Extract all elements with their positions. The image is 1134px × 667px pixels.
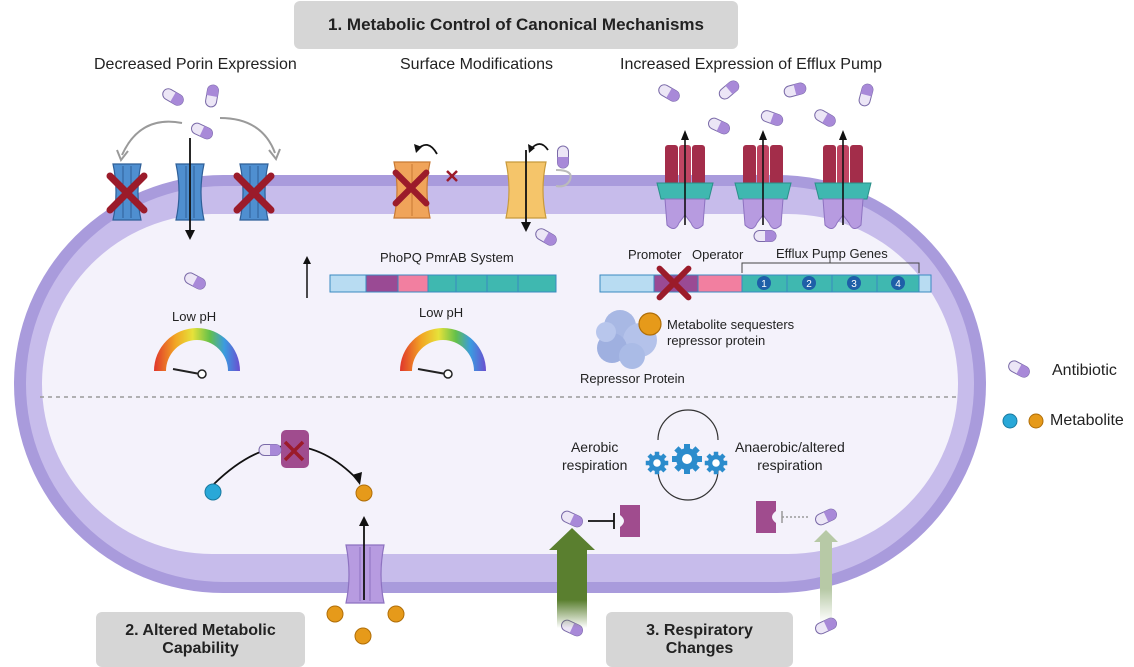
section-1-title: 1. Metabolic Control of Canonical Mechan…	[328, 15, 704, 34]
legend-icons	[1002, 358, 1044, 429]
promoter-label: Promoter	[628, 247, 682, 262]
metabolic-conversion	[204, 430, 405, 645]
efflux-heading: Increased Expression of Efflux Pump	[620, 56, 883, 73]
ph-gauge-right	[400, 328, 486, 379]
anaerobic-line1: Anaerobic/altered	[735, 439, 845, 455]
efflux-gene-bar: 1 2 3 4	[599, 256, 932, 297]
anaerobic-label: Anaerobic/altered respiration	[735, 438, 845, 474]
porin-channels	[110, 117, 281, 240]
bacterial-cell	[14, 175, 986, 593]
sequester-line1: Metabolite sequesters	[667, 317, 795, 332]
antibiotic-legend-icon	[1006, 358, 1032, 380]
gear-icon	[672, 444, 702, 474]
gene-4-label: 4	[895, 279, 901, 290]
section-3-title-line2: Changes	[665, 639, 734, 657]
gene-2-badge	[802, 276, 816, 290]
operator-label: Operator	[692, 247, 744, 262]
section-2-title-line1: 2. Altered Metabolic	[125, 621, 276, 639]
anaerobic-line2: respiration	[757, 457, 823, 473]
sequester-label: Metabolite sequesters repressor protein	[667, 317, 794, 349]
porin-heading: Decreased Porin Expression	[94, 56, 297, 73]
gene-1-badge	[757, 276, 771, 290]
section-3-banner: 3. Respiratory Changes	[606, 612, 793, 667]
section-3-title-line1: 3. Respiratory	[646, 621, 753, 639]
gene-3-label: 3	[851, 279, 857, 290]
repressor-label: Repressor Protein	[580, 371, 685, 386]
aerobic-line2: respiration	[562, 457, 628, 473]
gene-4-badge	[891, 276, 905, 290]
surface-heading: Surface Modifications	[400, 56, 553, 73]
metabolite-orange-legend-icon	[1028, 413, 1044, 429]
legend-antibiotic-label: Antibiotic	[1052, 362, 1117, 379]
phopq-gene-bar	[329, 274, 557, 293]
section-1-banner: 1. Metabolic Control of Canonical Mechan…	[294, 1, 738, 49]
gear-icon	[704, 451, 728, 475]
low-ph-label-right: Low pH	[419, 305, 464, 320]
gene-1-label: 1	[761, 279, 767, 290]
low-ph-label-left: Low pH	[172, 309, 217, 324]
surface-channels	[303, 143, 572, 298]
gene-3-badge	[847, 276, 861, 290]
phopq-label: PhoPQ PmrAB System	[380, 250, 514, 265]
aerobic-label: Aerobic respiration	[562, 438, 627, 474]
aerobic-line1: Aerobic	[570, 439, 619, 455]
metabolite-blue-legend-icon	[1002, 413, 1018, 429]
efflux-pumps	[656, 130, 872, 230]
aerobic-pathway	[549, 505, 640, 628]
sequester-line2: repressor protein	[667, 333, 766, 348]
gear-icon	[645, 451, 669, 475]
ph-gauge-left	[154, 328, 240, 379]
section-2-title-line2: Capability	[162, 639, 239, 657]
respiration-cycle	[645, 409, 728, 501]
anaerobic-pathway	[756, 501, 838, 622]
repressor-protein	[596, 310, 662, 369]
efflux-genes-label: Efflux Pump Genes	[776, 246, 888, 261]
gene-2-label: 2	[806, 279, 812, 290]
section-2-banner: 2. Altered Metabolic Capability	[96, 612, 305, 667]
legend-metabolite-label: Metabolite	[1050, 412, 1124, 429]
